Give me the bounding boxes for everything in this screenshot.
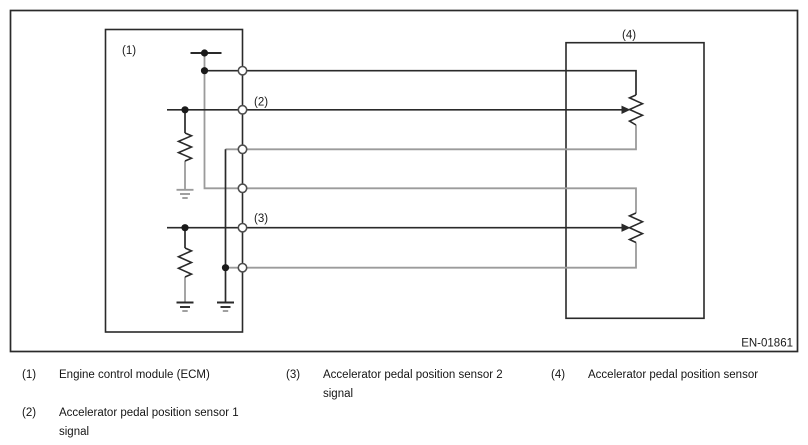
junction-dot (200, 67, 209, 75)
legend-text-3: Accelerator pedal position sensor 2 sign… (323, 369, 503, 400)
sensor-potentiometer1-icon (627, 94, 645, 126)
legend-num-2: (2) (22, 407, 37, 419)
ground3-icon (217, 301, 234, 312)
junction-dots (181, 49, 230, 272)
legend-num-4: (4) (551, 369, 566, 381)
legend-text-4: Accelerator pedal position sensor (588, 369, 759, 381)
legend-num-3: (3) (286, 369, 301, 381)
junction-dot (221, 264, 230, 272)
gray-wires (184, 53, 637, 302)
sensor-box (565, 41, 705, 320)
junction-dot (181, 106, 189, 114)
sensor-callout-label: (4) (622, 30, 636, 42)
ecm-callout-label: (1) (122, 45, 136, 57)
legend-text-2: Accelerator pedal position sensor 1 sign… (59, 407, 239, 438)
sensor1-ground-return-wire (225, 125, 637, 151)
legend-num-1: (1) (22, 369, 37, 381)
resistors (176, 94, 645, 278)
connector-pin (237, 65, 248, 76)
junction-dot (200, 49, 209, 57)
ecm-box (104, 28, 244, 333)
signal2-callout-label: (3) (254, 213, 268, 225)
figure-border (9, 9, 799, 353)
ground1-icon (176, 188, 194, 199)
ecm-pulldown-resistor2-icon (176, 247, 194, 278)
sensor-potentiometer2-icon (627, 212, 645, 244)
figure-code: EN-01861 (741, 338, 793, 350)
sensor1-power-wire (204, 69, 637, 95)
power-rail-to-sensor2-top-wire (203, 53, 637, 213)
ground-symbols (176, 188, 234, 312)
ground2-icon (176, 301, 194, 312)
accelerator-pedal-sensor-circuit-diagram: (1) (2) (3) (4) EN-01861 (9, 9, 799, 353)
connector-pin (237, 144, 248, 155)
ecm-pulldown-resistor1-icon (176, 132, 194, 162)
legend-text-1: Engine control module (ECM) (59, 369, 210, 381)
connector-pin (237, 104, 248, 115)
sensor2-ground-return-wire (225, 242, 637, 269)
junction-dot (181, 224, 189, 232)
connector-pin (237, 183, 248, 194)
connector-pin (237, 222, 248, 233)
signal1-callout-label: (2) (254, 97, 268, 109)
ecm-connector-pins (237, 65, 248, 273)
sensor1-wiper-arrow-icon (621, 105, 631, 114)
connector-pin (237, 262, 248, 273)
sensor2-wiper-arrow-icon (621, 223, 631, 232)
